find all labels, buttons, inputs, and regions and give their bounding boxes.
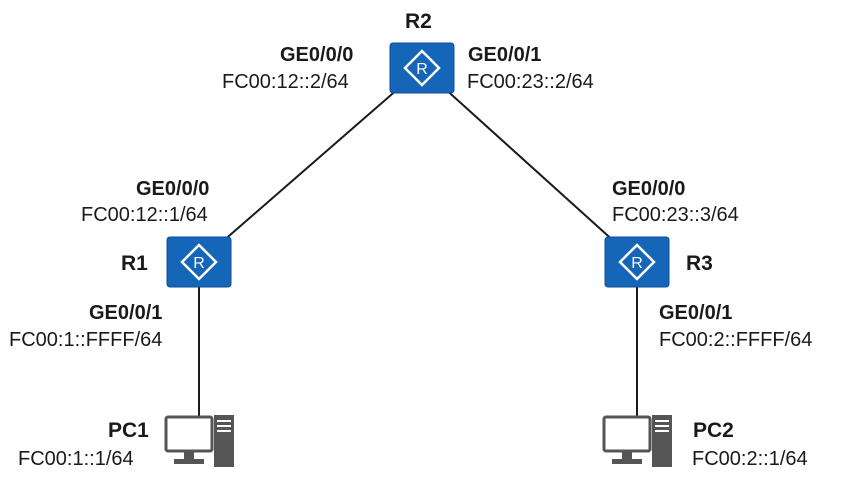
interface-address-r2-g000: FC00:12::2/64 [222, 71, 349, 93]
interface-name-r3-g000: GE0/0/0 [612, 178, 686, 200]
svg-text:R: R [193, 255, 205, 272]
device-label-r1: R1 [121, 252, 148, 275]
router-icon: R [389, 42, 455, 94]
interface-address-r3-g001: FC00:2::FFFF/64 [659, 329, 813, 351]
interface-name-r2-g000: GE0/0/0 [280, 44, 354, 66]
device-label-r2: R2 [405, 10, 432, 33]
interface-name-r1-g001: GE0/0/1 [89, 302, 163, 324]
svg-text:R: R [416, 61, 428, 78]
link-r2-r1 [198, 67, 423, 263]
svg-text:R: R [631, 255, 643, 272]
device-label-pc2: PC2 [693, 419, 734, 442]
device-label-pc1: PC1 [108, 419, 149, 442]
interface-address-r3-g000: FC00:23::3/64 [612, 204, 739, 226]
router-icon: R [604, 236, 670, 288]
device-label-r3: R3 [686, 252, 713, 275]
pc-icon [164, 415, 234, 467]
link-r2-r3 [421, 67, 638, 263]
interface-address-r2-g001: FC00:23::2/64 [467, 71, 594, 93]
pc-icon [602, 415, 672, 467]
interface-name-r2-g001: GE0/0/1 [468, 44, 542, 66]
pc1-address: FC00:1::1/64 [18, 448, 134, 470]
pc2-address: FC00:2::1/64 [692, 448, 808, 470]
interface-address-r1-g001: FC00:1::FFFF/64 [9, 329, 163, 351]
router-icon: R [166, 236, 232, 288]
interface-name-r1-g000: GE0/0/0 [136, 178, 210, 200]
interface-name-r3-g001: GE0/0/1 [659, 302, 733, 324]
interface-address-r1-g000: FC00:12::1/64 [81, 204, 208, 226]
